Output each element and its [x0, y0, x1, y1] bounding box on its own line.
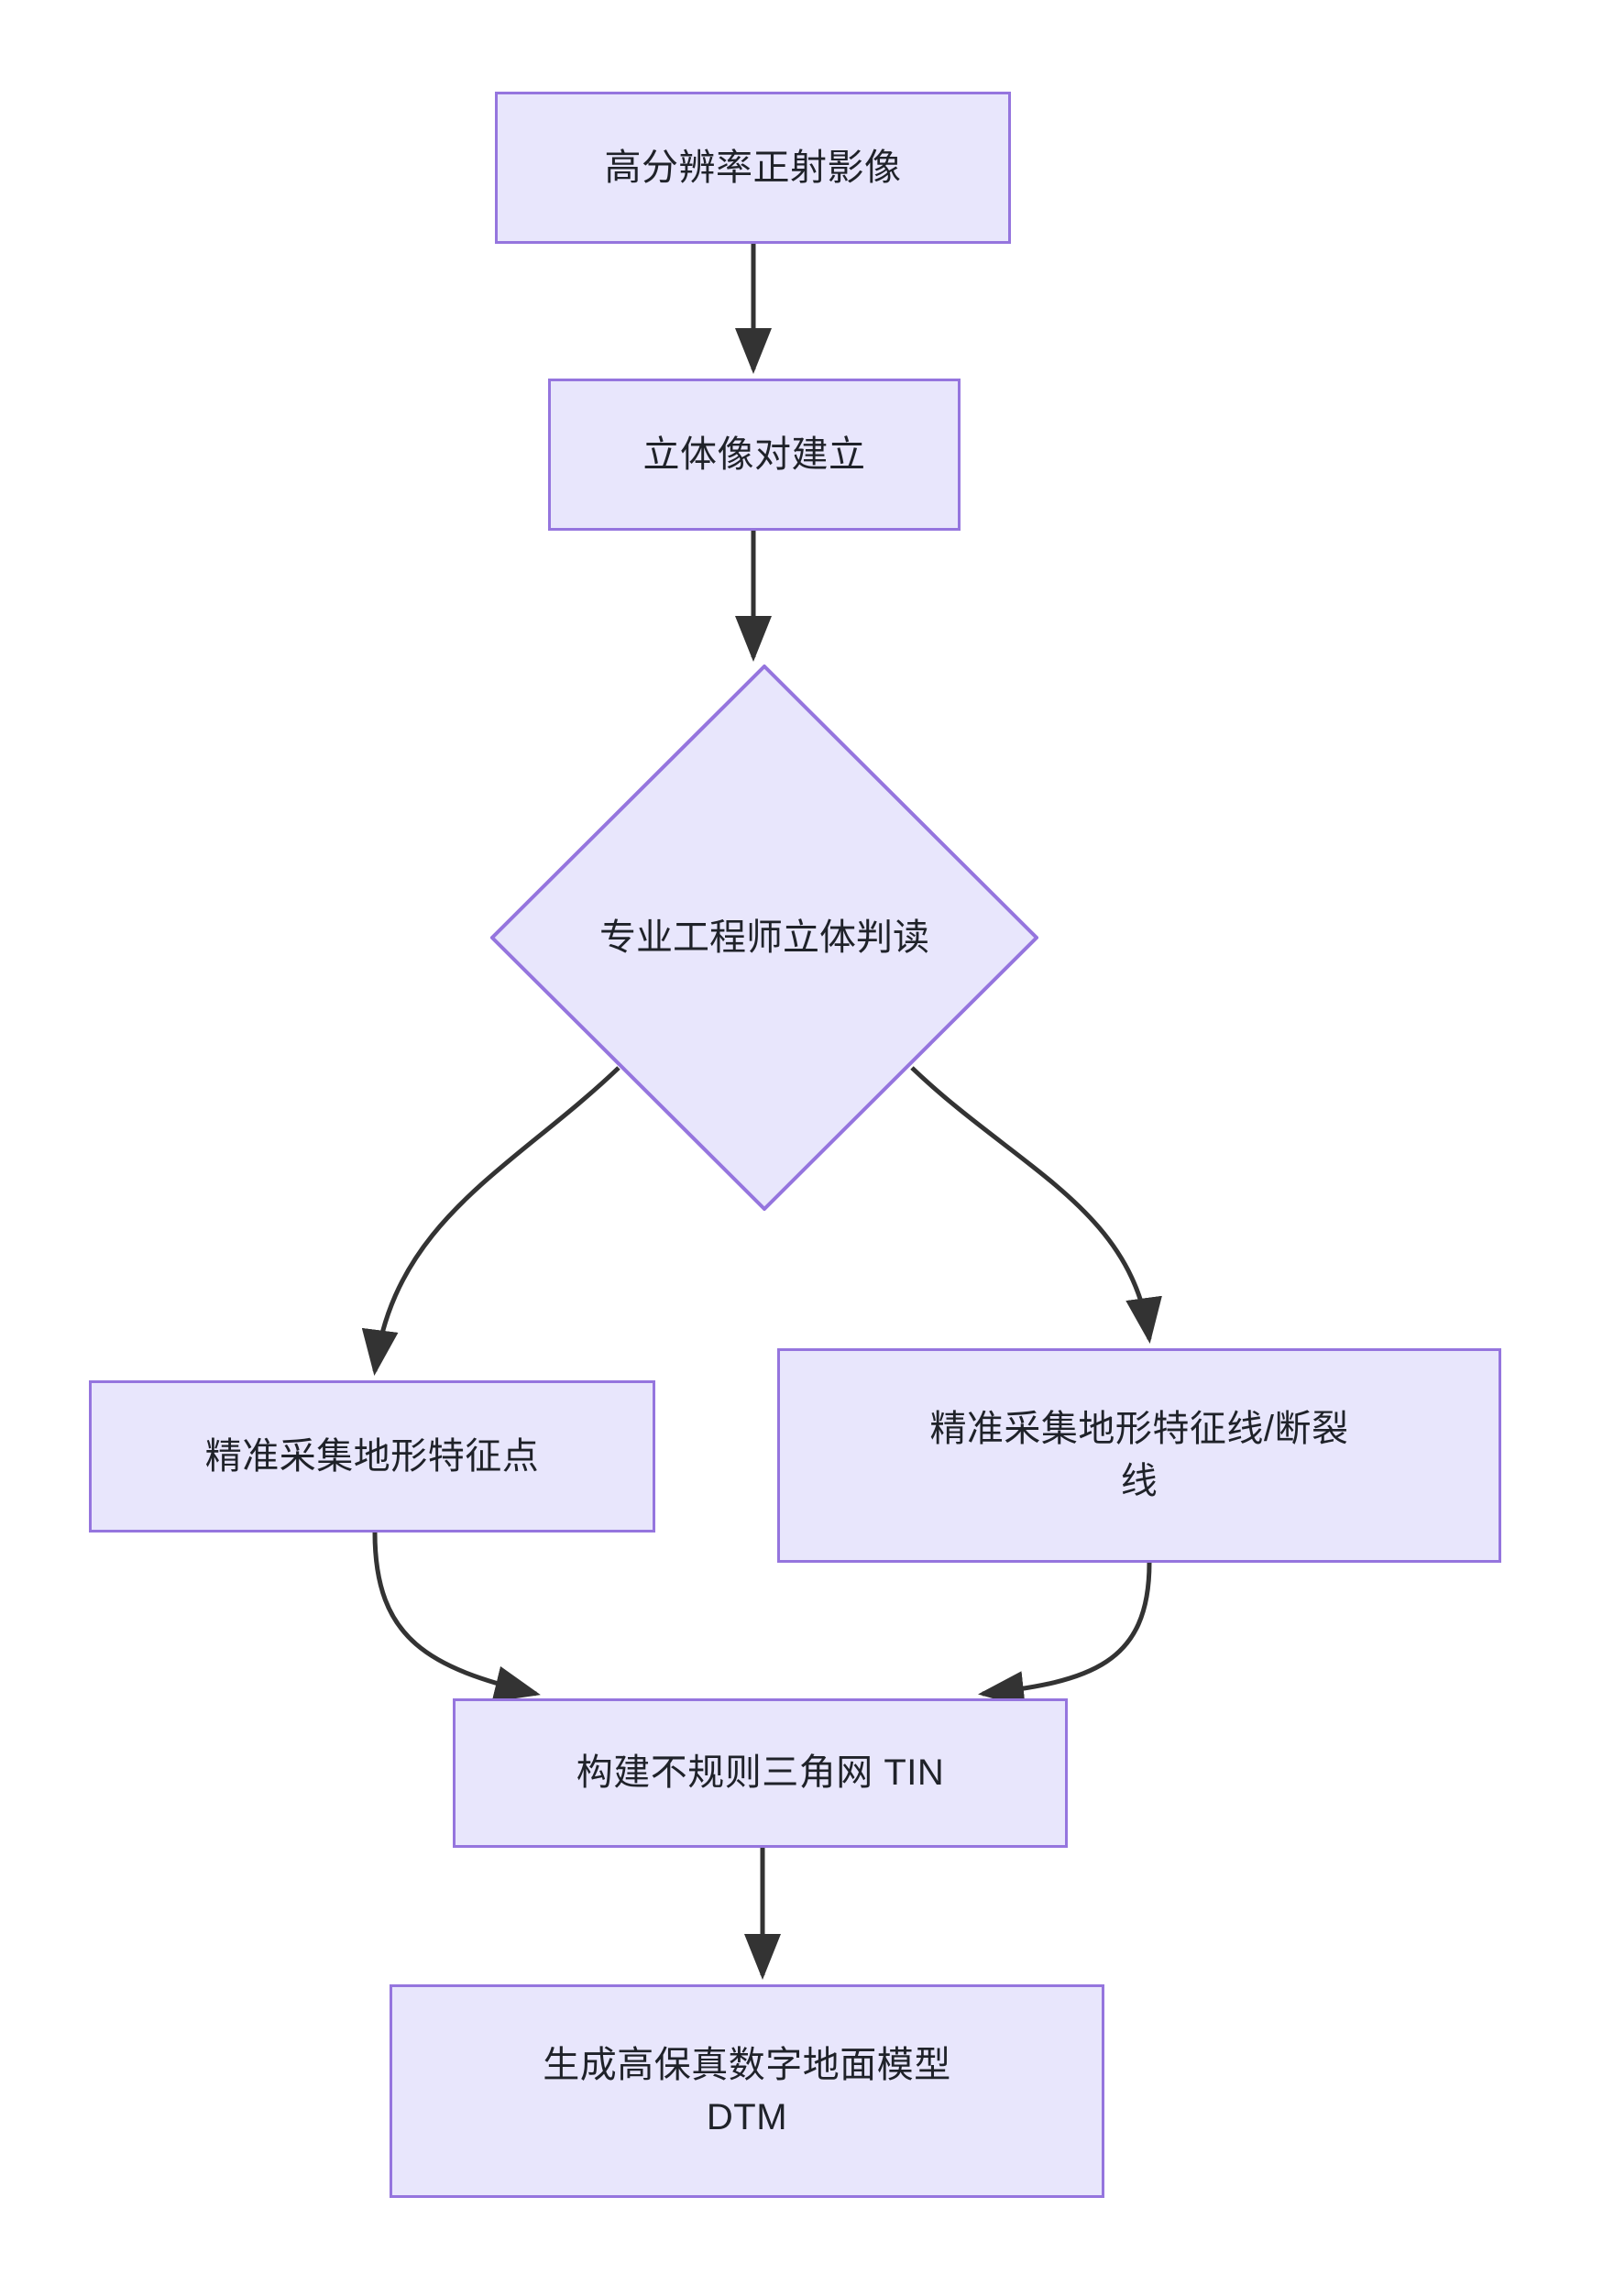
node-generate-dtm[interactable]: 生成高保真数字地面模型 DTM: [390, 1984, 1104, 2198]
node-label: 立体像对建立: [642, 434, 866, 475]
edge-n5-n6: [978, 1562, 1152, 1708]
node-label: 精准采集地形特征线/断裂 线: [929, 1409, 1349, 1501]
diamond-shape: [490, 665, 1038, 1211]
node-label: 构建不规则三角网 TIN: [576, 1752, 945, 1794]
node-label: 高分辨率正射影像: [604, 147, 902, 188]
node-stereo-pair-setup[interactable]: 立体像对建立: [548, 379, 961, 531]
node-engineer-stereo-interpretation[interactable]: 专业工程师立体判读: [490, 665, 1038, 1211]
node-collect-terrain-feature-points[interactable]: 精准采集地形特征点: [89, 1380, 655, 1532]
node-high-res-ortho-image[interactable]: 高分辨率正射影像: [495, 92, 1011, 244]
node-collect-terrain-feature-lines[interactable]: 精准采集地形特征线/断裂 线: [777, 1348, 1501, 1563]
node-label: 精准采集地形特征点: [204, 1435, 540, 1477]
node-label: 生成高保真数字地面模型 DTM: [543, 2044, 951, 2137]
node-label: 专业工程师立体判读: [599, 917, 929, 958]
edge-n4-n6: [372, 1532, 541, 1702]
node-build-tin[interactable]: 构建不规则三角网 TIN: [453, 1698, 1068, 1848]
